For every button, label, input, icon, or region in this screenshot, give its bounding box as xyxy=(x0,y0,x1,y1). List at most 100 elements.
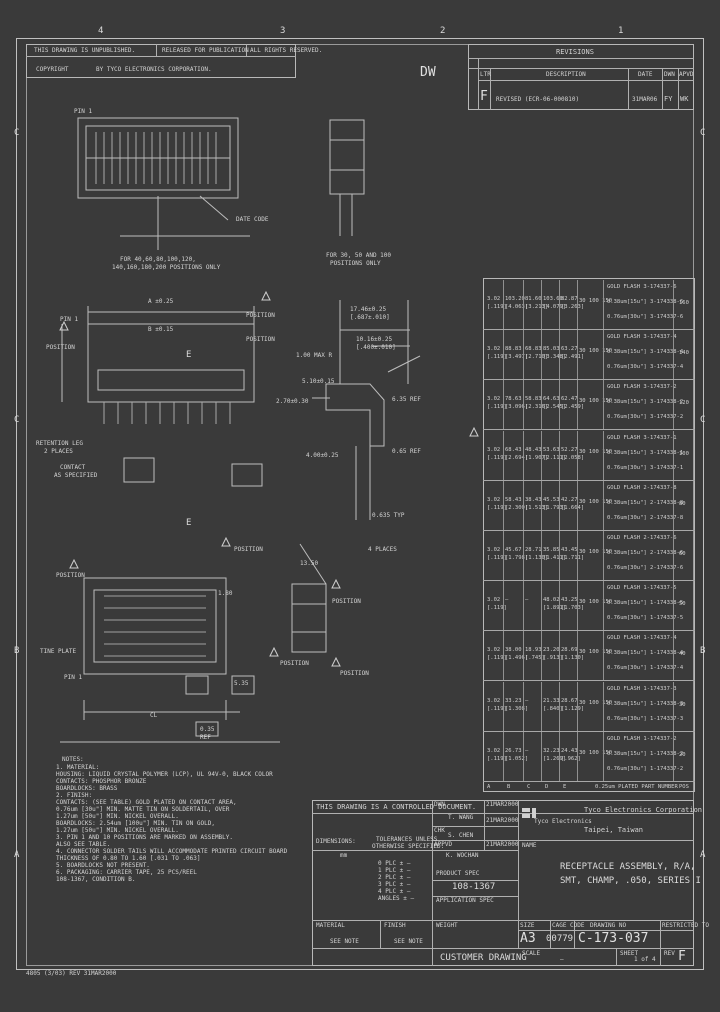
revisions-title: REVISIONS xyxy=(556,48,594,56)
table-cell-d: 48.02 xyxy=(543,597,560,603)
table-cell-a: 3.02 xyxy=(487,647,501,653)
table-divider xyxy=(541,581,542,630)
table-footer-a: A xyxy=(487,784,491,790)
rev-col-apvd: APVD xyxy=(679,71,694,78)
table-cell-d: [.913] xyxy=(543,655,563,661)
table-row: 3.02[.119]78.63[3.096]58.83[2.316]64.63[… xyxy=(483,380,695,430)
table-cell-c: [1.130] xyxy=(525,555,549,561)
table-divider xyxy=(503,581,504,630)
table-divider xyxy=(577,280,578,329)
tb-chk-date: 21MAR2000 xyxy=(486,817,519,824)
tb-dwn-date: 21MAR2000 xyxy=(486,801,519,808)
table-cell-part-number: 0.38um[15u"] 3-174338-2 xyxy=(607,399,684,405)
tb-dwn: T. WANG xyxy=(448,814,474,821)
table-cell-b: 58.43 xyxy=(505,497,522,503)
table-divider xyxy=(577,732,578,781)
table-divider xyxy=(603,380,604,429)
table-cell-d: 45.53 xyxy=(543,497,560,503)
rev-col-date: DATE xyxy=(638,71,653,78)
table-divider xyxy=(603,531,604,580)
note-line: 2. FINISH: xyxy=(56,792,93,799)
table-divider xyxy=(603,431,604,480)
tb-chk-label: CHK xyxy=(434,827,445,834)
table-cell-positions: 30 100 150 xyxy=(579,449,613,455)
table-divider xyxy=(603,682,604,731)
table-row: 3.02[.119]88.83[3.497]68.83[2.710]85.03[… xyxy=(483,330,695,380)
table-cell-e: [.962] xyxy=(561,756,581,762)
tol-row: 1 PLC ± — xyxy=(378,867,411,874)
table-divider xyxy=(541,280,542,329)
table-footer-d: D xyxy=(545,784,549,790)
table-cell-a: 3.02 xyxy=(487,296,501,302)
table-divider xyxy=(577,431,578,480)
table-cell-a: 3.02 xyxy=(487,447,501,453)
tb-rev-label: REV xyxy=(664,950,675,957)
table-cell-a: [.119] xyxy=(487,404,507,410)
tb-name-label: NAME xyxy=(522,842,537,849)
tb-dwg: C-173-037 xyxy=(578,931,649,946)
table-divider xyxy=(503,531,504,580)
note-line: 4. CONNECTOR SOLDER TAILS WILL ACCOMMODA… xyxy=(56,848,288,855)
position-label-6: POSITION xyxy=(280,660,309,667)
note-line: 3. PIN 1 AND 10 POSITIONS ARE MARKED ON … xyxy=(56,834,234,841)
tb-scale: — xyxy=(560,956,564,963)
table-cell-positions: 30 100 150 xyxy=(579,398,613,404)
table-divider xyxy=(559,531,560,580)
table-row: 3.02[.119]38.00[1.496]18.93[.745]23.20[.… xyxy=(483,631,695,681)
dim-100: 1.00 MAX R xyxy=(296,352,333,359)
table-cell-d: [1.269] xyxy=(543,756,567,762)
table-cell-e: 28.67 xyxy=(561,698,578,704)
tb-application-spec: APPLICATION SPEC xyxy=(436,897,494,904)
table-divider xyxy=(523,380,524,429)
table-cell-d: [2.111] xyxy=(543,455,567,461)
table-footer-part: 0.25um PLATED PART NUMBER xyxy=(595,784,678,790)
table-cell-a: 3.02 xyxy=(487,497,501,503)
table-cell-part-number: 0.76um[30u"] 3-174337-4 xyxy=(607,364,684,370)
note-line: 108-1367, CONDITION B. xyxy=(56,876,136,883)
header-block xyxy=(26,44,296,78)
dim-510: 5.10±0.15 xyxy=(302,378,335,385)
table-divider xyxy=(541,481,542,530)
table-cell-a: [.119] xyxy=(487,555,507,561)
zone-side-a-r: A xyxy=(700,850,706,860)
table-divider xyxy=(673,682,674,731)
tb-dimensions-unit: mm xyxy=(340,852,348,859)
table-footer-e: E xyxy=(563,784,567,790)
rev-desc: REVISED (ECR-06-000810) xyxy=(496,96,580,103)
zone-side-b: B xyxy=(14,646,20,656)
table-cell-pos: 20 xyxy=(679,752,686,758)
table-cell-b: [2.694] xyxy=(505,455,529,461)
table-cell-a: [.119] xyxy=(487,354,507,360)
table-divider xyxy=(559,330,560,379)
table-divider xyxy=(541,732,542,781)
table-cell-e: 52.27 xyxy=(561,447,578,453)
table-cell-d: 21.33 xyxy=(543,698,560,704)
table-cell-positions: 30 100 150 xyxy=(579,549,613,555)
table-divider xyxy=(603,732,604,781)
table-cell-c: [1.907] xyxy=(525,455,549,461)
dim-cl: CL xyxy=(150,712,158,719)
note-line: 0.76um [30u"] MIN. MATTE TIN ON SOLDERTA… xyxy=(56,806,230,813)
zone-top-2: 2 xyxy=(440,26,446,36)
two-places-label: 2 PLACES xyxy=(44,448,73,455)
rev-col-ltr: LTR xyxy=(480,71,491,78)
table-cell-a: 3.02 xyxy=(487,346,501,352)
table-divider xyxy=(577,380,578,429)
table-divider xyxy=(503,380,504,429)
table-divider xyxy=(577,581,578,630)
as-specified-label: AS SPECIFIED xyxy=(54,472,98,479)
note-line: THICKNESS OF 0.80 TO 1.60 [.031 TO .063] xyxy=(56,855,201,862)
table-row: 3.02[.119]58.43[2.300]38.43[1.513]45.53[… xyxy=(483,481,695,531)
table-divider xyxy=(523,280,524,329)
table-cell-part-number: GOLD FLASH 2-174337-6 xyxy=(607,535,677,541)
table-divider xyxy=(503,682,504,731)
table-cell-a: [.119] xyxy=(487,505,507,511)
table-divider xyxy=(559,481,560,530)
header-drawing-note: THIS DRAWING IS UNPUBLISHED. xyxy=(34,47,136,54)
tb-appvd-date: 21MAR2000 xyxy=(486,841,519,848)
tb-cage-label: CAGE CODE xyxy=(552,922,585,929)
table-cell-part-number: GOLD FLASH 3-174337-4 xyxy=(607,334,677,340)
table-cell-a: 3.02 xyxy=(487,396,501,402)
dim-270: 2.70±0.30 xyxy=(276,398,309,405)
table-divider xyxy=(503,732,504,781)
